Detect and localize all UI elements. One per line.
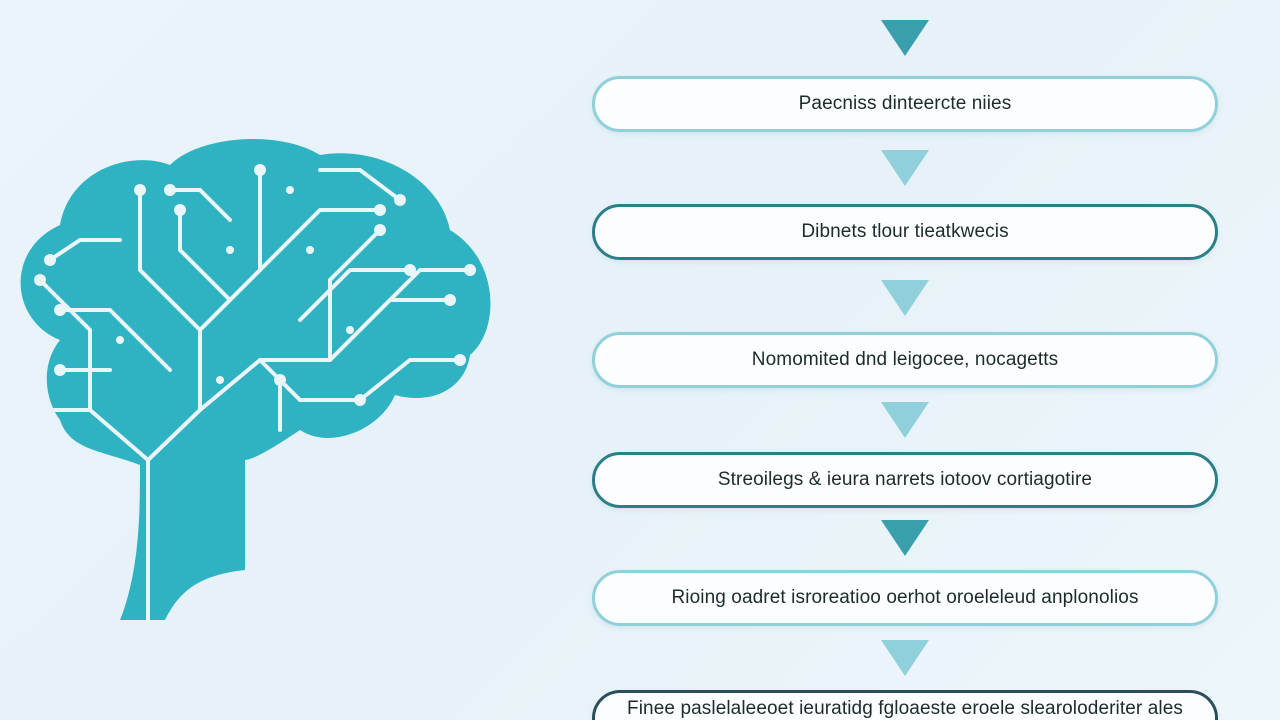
triangle-down-icon bbox=[881, 150, 929, 186]
triangle-down-icon bbox=[881, 280, 929, 316]
flow-step-6: Finee paslelaleeoet ieuratidg fgloaeste … bbox=[592, 690, 1218, 720]
flow-step-4: Streoilegs & ieura narrets iotoov cortia… bbox=[592, 452, 1218, 508]
flow-step-3: Nomomited dnd leigocee, nocagetts bbox=[592, 332, 1218, 388]
brain-circuit-illustration bbox=[0, 130, 510, 630]
triangle-down-icon bbox=[881, 20, 929, 56]
triangle-down-icon bbox=[881, 402, 929, 438]
flow-step-1: Paecniss dinteercte niies bbox=[592, 76, 1218, 132]
brain-circuit-icon bbox=[20, 138, 491, 621]
flow-step-5: Rioing oadret isroreatioo oerhot oroelel… bbox=[592, 570, 1218, 626]
triangle-down-icon bbox=[881, 640, 929, 676]
triangle-down-icon bbox=[881, 520, 929, 556]
flow-step-2: Dibnets tlour tieatkwecis bbox=[592, 204, 1218, 260]
